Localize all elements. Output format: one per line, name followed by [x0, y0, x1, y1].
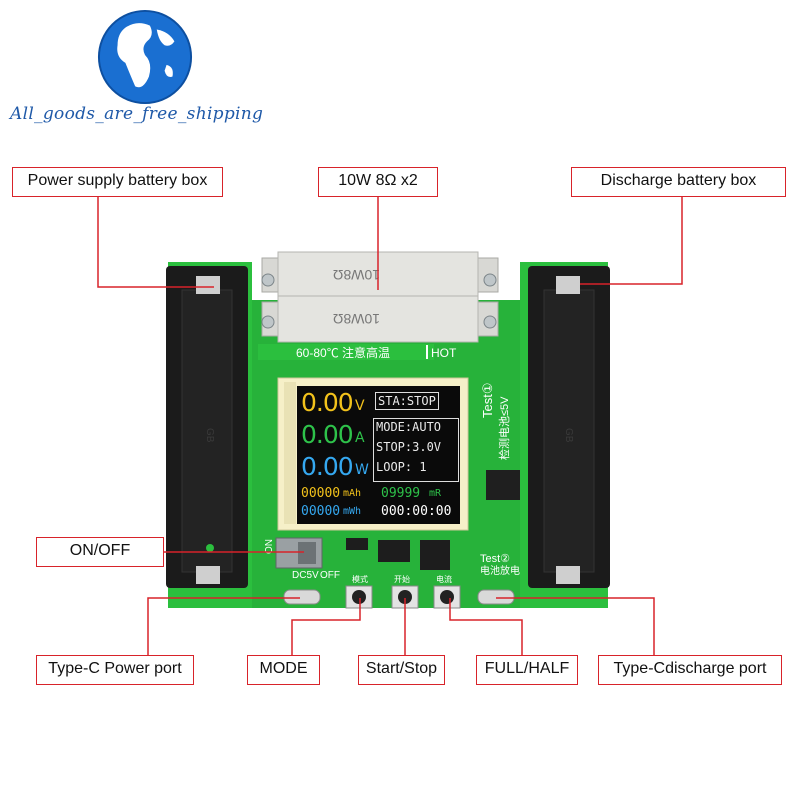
globe-logo	[97, 9, 193, 105]
on-label: ON	[264, 539, 275, 554]
test1-label: Test①	[480, 383, 495, 419]
callout-full-half: FULL/HALF	[476, 655, 578, 685]
lcd-power-value: 0.00	[301, 452, 354, 481]
lcd-capacity-value: 00000	[301, 486, 341, 501]
lcd-voltage-unit: V	[355, 398, 365, 414]
test2-sub: 电池放电	[480, 564, 520, 577]
leader-full-half	[449, 598, 523, 655]
callout-power-battery-box: Power supply battery box	[12, 167, 223, 197]
resistor-2: 10W8Ω	[261, 295, 499, 343]
lcd-current-unit: A	[355, 430, 365, 446]
lcd-time: 000:00:00	[381, 504, 452, 519]
start-cn-label: 开始	[394, 574, 410, 584]
lcd-current-value: 0.00	[301, 420, 354, 449]
lcd-capacity-unit: mAh	[343, 488, 362, 499]
mode-button	[345, 585, 373, 609]
discharge-battery-holder: GB	[528, 266, 610, 588]
lcd-stop: STOP:3.0V	[376, 440, 442, 454]
full-half-button	[433, 585, 461, 609]
dc5v-label: DC5V	[292, 570, 319, 581]
off-label: OFF	[320, 570, 340, 581]
lcd-settings-box	[373, 418, 459, 482]
callout-resistor: 10W 8Ω x2	[318, 167, 438, 197]
mode-cn-label: 模式	[352, 574, 368, 584]
lcd-mode: MODE:AUTO	[376, 420, 442, 434]
callout-start-stop: Start/Stop	[358, 655, 445, 685]
test1-sub: 检测电池≤5V	[497, 396, 511, 460]
callout-discharge-battery-box: Discharge battery box	[571, 167, 786, 197]
lcd-voltage-value: 0.00	[301, 388, 354, 417]
lcd-resistance-unit: mR	[429, 488, 442, 499]
start-stop-button	[391, 585, 419, 609]
warning-text: 60-80℃ 注意高温	[296, 345, 390, 360]
hot-label: HOT	[431, 346, 457, 360]
lcd-power-unit: W	[355, 462, 369, 478]
callout-typec-power: Type-C Power port	[36, 655, 194, 685]
leader-power-battery	[97, 196, 214, 288]
typec-discharge-port	[477, 589, 515, 605]
lcd-display: 0.00 V 0.00 A 0.00 W STA:STOP MODE:AUTO …	[297, 386, 460, 524]
callout-typec-discharge: Type-Cdischarge port	[598, 655, 782, 685]
typec-power-port	[283, 589, 321, 605]
right-holder-marking: GB	[563, 428, 574, 443]
brand-text: All_goods_are_free_shipping	[10, 104, 264, 124]
lcd-energy-unit: mWh	[343, 506, 362, 517]
lcd-resistance-value: 09999	[381, 486, 421, 501]
lcd-energy-value: 00000	[301, 504, 341, 519]
callout-on-off: ON/OFF	[36, 537, 164, 567]
resistor-1: 10W8Ω	[261, 251, 499, 297]
test2-label: Test②	[480, 553, 510, 565]
resistor-2-marking: 10W8Ω	[333, 311, 380, 327]
lcd-loop: LOOP: 1	[376, 460, 427, 474]
callout-mode: MODE	[247, 655, 320, 685]
leader-typec-power	[147, 597, 300, 655]
lcd-status: STA:STOP	[375, 392, 439, 410]
left-holder-marking: GB	[204, 428, 215, 443]
leader-mode	[291, 598, 361, 655]
capacity-cn-label: 电流	[436, 574, 452, 584]
resistor-1-marking: 10W8Ω	[333, 267, 380, 283]
leader-typec-discharge	[496, 597, 655, 655]
leader-discharge-battery	[580, 196, 683, 285]
power-battery-holder: GB	[166, 266, 248, 588]
